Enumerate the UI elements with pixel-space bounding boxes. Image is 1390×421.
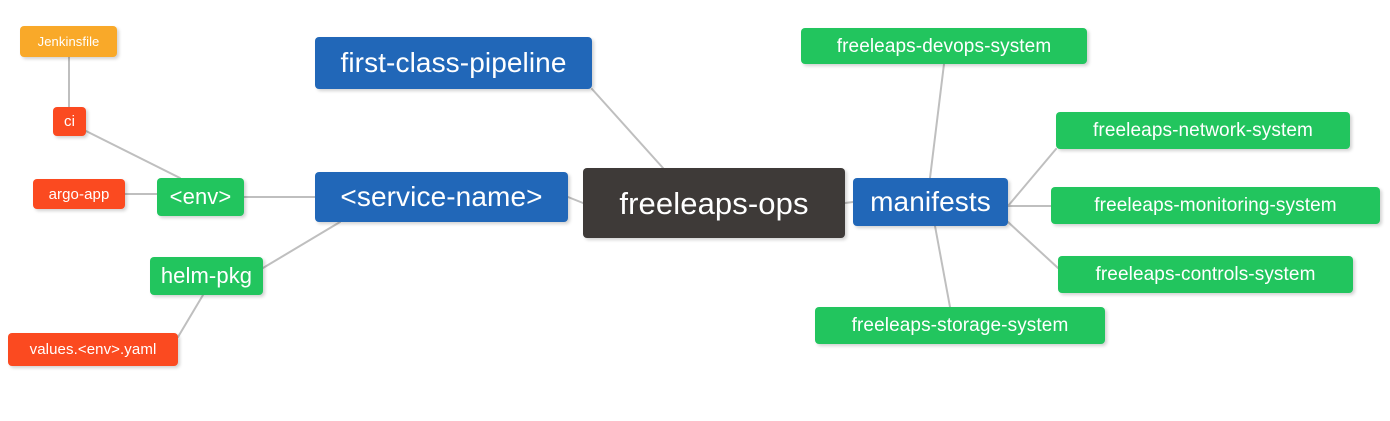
edge-manifests-to-freeleaps-devops-system	[929, 63, 945, 179]
node-service-name[interactable]: <service-name>	[315, 172, 568, 222]
node-freeleaps-storage-system[interactable]: freeleaps-storage-system	[815, 307, 1105, 344]
node-label-freeleaps-monitoring-system: freeleaps-monitoring-system	[1094, 195, 1337, 216]
node-freeleaps-devops-system[interactable]: freeleaps-devops-system	[801, 28, 1087, 64]
node-label-manifests: manifests	[870, 186, 991, 217]
edge-freeleaps-ops-to-manifests	[844, 201, 854, 204]
node-label-jenkinsfile: Jenkinsfile	[37, 34, 100, 49]
edge-manifests-to-freeleaps-network-system	[1007, 148, 1057, 207]
edge-env-to-ci	[85, 130, 181, 179]
node-label-freeleaps-storage-system: freeleaps-storage-system	[851, 315, 1069, 336]
node-label-first-class-pipeline: first-class-pipeline	[340, 47, 567, 78]
node-label-helm-pkg: helm-pkg	[160, 263, 253, 288]
node-label-freeleaps-ops: freeleaps-ops	[619, 185, 809, 221]
node-helm-pkg[interactable]: helm-pkg	[150, 257, 263, 295]
node-label-freeleaps-controls-system: freeleaps-controls-system	[1095, 264, 1316, 285]
node-label-service-name: <service-name>	[340, 181, 543, 212]
edge-freeleaps-ops-to-first-class-pipeline	[591, 88, 664, 169]
node-label-argo-app: argo-app	[48, 185, 110, 203]
node-ci[interactable]: ci	[53, 107, 86, 136]
node-freeleaps-controls-system[interactable]: freeleaps-controls-system	[1058, 256, 1353, 293]
edge-freeleaps-ops-to-service-name	[567, 196, 584, 204]
node-first-class-pipeline[interactable]: first-class-pipeline	[315, 37, 592, 89]
node-label-values-env-yaml: values.<env>.yaml	[29, 341, 157, 358]
node-freeleaps-ops[interactable]: freeleaps-ops	[583, 168, 845, 238]
node-label-ci: ci	[63, 113, 76, 130]
edge-manifests-to-freeleaps-controls-system	[1007, 221, 1059, 269]
node-jenkinsfile[interactable]: Jenkinsfile	[20, 26, 117, 57]
node-manifests[interactable]: manifests	[853, 178, 1008, 226]
edge-service-name-to-helm-pkg	[262, 221, 341, 269]
node-freeleaps-network-system[interactable]: freeleaps-network-system	[1056, 112, 1350, 149]
node-argo-app[interactable]: argo-app	[33, 179, 125, 209]
edge-manifests-to-freeleaps-storage-system	[934, 225, 951, 308]
node-env[interactable]: <env>	[157, 178, 244, 216]
node-values-env-yaml[interactable]: values.<env>.yaml	[8, 333, 178, 366]
node-label-freeleaps-network-system: freeleaps-network-system	[1093, 120, 1313, 141]
node-freeleaps-monitoring-system[interactable]: freeleaps-monitoring-system	[1051, 187, 1380, 224]
node-label-freeleaps-devops-system: freeleaps-devops-system	[836, 35, 1052, 57]
node-label-env: <env>	[169, 184, 232, 209]
edge-helm-pkg-to-values-env-yaml	[177, 294, 204, 338]
